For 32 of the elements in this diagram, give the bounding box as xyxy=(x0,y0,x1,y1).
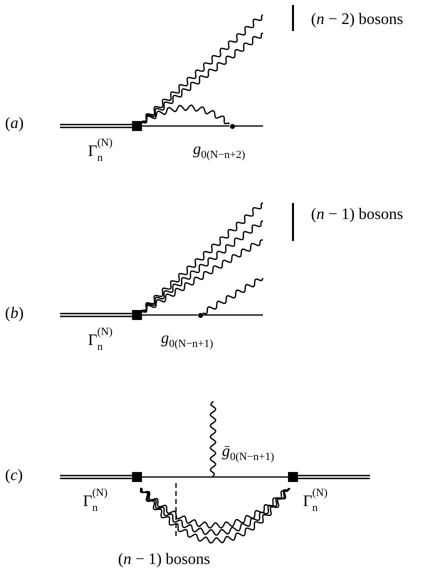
boson-line xyxy=(142,239,264,313)
edge-label: ḡ$_{0(N−n+1)}$ xyxy=(222,442,274,464)
vertex-square xyxy=(132,472,142,482)
double-line xyxy=(60,474,132,480)
boson-line xyxy=(142,202,264,312)
propagator-line xyxy=(142,314,198,316)
boson-line xyxy=(202,278,264,314)
boson-line xyxy=(142,14,264,122)
boson-line xyxy=(140,488,290,529)
vertex-square xyxy=(132,310,142,320)
boson-count-label: (n − 1) bosons xyxy=(118,550,210,570)
vertex-dot xyxy=(198,312,202,318)
panel-label: (a) xyxy=(5,114,24,134)
vertex-label: g$_{0(N−n+1)}$ xyxy=(161,329,214,352)
boson-count-label: (n − 2) bosons xyxy=(311,10,404,30)
vertex-square xyxy=(288,472,298,482)
double-line xyxy=(60,312,132,318)
double-line xyxy=(60,124,132,128)
boson-line xyxy=(142,32,264,123)
vertex-label: g$_{0(N−n+2)}$ xyxy=(193,140,246,162)
vertex-dot xyxy=(230,124,234,128)
boson-count-label: (n − 1) bosons xyxy=(311,205,404,224)
propagator-line xyxy=(142,125,230,127)
propagator-line xyxy=(234,125,263,127)
propagator-line xyxy=(142,476,288,478)
boson-line xyxy=(142,104,230,125)
panel-label: (c) xyxy=(5,466,23,486)
propagator-line xyxy=(202,314,263,316)
boson-line xyxy=(142,220,264,312)
panel-label: (b) xyxy=(5,304,24,324)
double-line xyxy=(298,474,370,480)
vertex-square xyxy=(132,121,142,131)
